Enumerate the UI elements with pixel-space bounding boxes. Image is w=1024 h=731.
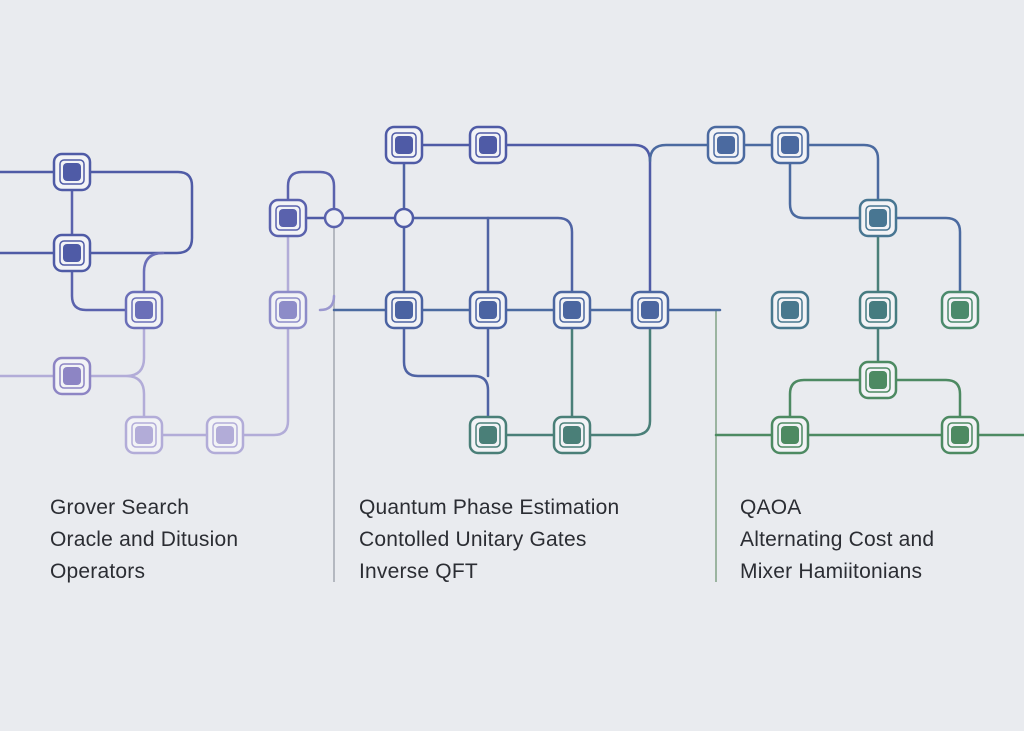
qaoa-gate-node [770,290,810,330]
wire-qpe-mid [402,216,574,312]
gate-core [951,301,969,319]
qaoa-gate-node [858,290,898,330]
qpe-line-1: Contolled Unitary Gates [359,528,587,551]
qaoa-section-label: QAOA Alternating Cost and Mixer Hamiiton… [740,492,934,588]
gate-core [216,426,234,444]
wire-qpe-lower [486,308,652,437]
grover-gate-node [268,290,308,330]
gate-core [781,301,799,319]
qaoa-gate-node [858,360,898,400]
qpe-gate-node [384,290,424,330]
qpe-gate-node [630,290,670,330]
wire-grover-branch [142,251,165,312]
grover-gate-node [205,415,245,455]
grover-gate-node [124,290,164,330]
junction-node-left [323,207,345,229]
gate-core [63,163,81,181]
section-dividers [333,218,717,582]
gate-core [869,209,887,227]
qaoa-gate-node [706,125,746,165]
wire-grover-loop [286,170,336,220]
grover-gate-node [124,415,164,455]
gate-core [63,367,81,385]
qaoa-gate-node [940,290,980,330]
gate-core [869,371,887,389]
wire-qaoa-top-vertical [788,143,880,220]
gate-core [641,301,659,319]
gate-core [279,209,297,227]
qaoa-gate-node [940,415,980,455]
gate-core [563,426,581,444]
gate-core [63,244,81,262]
wire-grover-top [0,170,194,255]
qpe-gate-node [552,415,592,455]
junctions [323,207,415,229]
grover-gate-node [52,152,92,192]
gate-core [395,301,413,319]
gate-core [951,426,969,444]
wire-grover-join [318,294,336,312]
grover-line-1: Oracle and Ditusion [50,528,239,551]
wire-qpe-top-right [648,143,792,163]
grover-section-label: Grover Search Oracle and Ditusion Operat… [50,492,238,588]
gate-core [781,136,799,154]
qpe-section-label: Quantum Phase Estimation Contolled Unita… [359,492,619,588]
grover-title: Grover Search [50,496,190,519]
grover-gate-node [268,198,308,238]
grover-gate-node [52,356,92,396]
gate-nodes [52,125,980,455]
qpe-gate-node [468,125,508,165]
qaoa-gate-node [770,125,810,165]
wire-qpe-vertical-left [402,143,490,437]
gate-core [869,301,887,319]
gate-core [479,426,497,444]
qpe-title: Quantum Phase Estimation [359,496,620,519]
wire-qpe-top [402,143,652,312]
gate-core [479,136,497,154]
qpe-gate-node [384,125,424,165]
gate-core [395,136,413,154]
qaoa-gate-node [858,198,898,238]
gate-core [717,136,735,154]
gate-core [781,426,799,444]
gate-core [135,301,153,319]
gate-core [135,426,153,444]
grover-line-2: Operators [50,560,146,583]
gate-core [479,301,497,319]
qaoa-line-2: Mixer Hamiitonians [740,560,923,583]
qpe-line-2: Inverse QFT [359,560,478,583]
qpe-gate-node [552,290,592,330]
qaoa-line-1: Alternating Cost and [740,528,935,551]
junction-node-right [393,207,415,229]
grover-gate-node [52,233,92,273]
qaoa-gate-node [770,415,810,455]
qaoa-title: QAOA [740,496,802,519]
qpe-gate-node [468,415,508,455]
gate-core [563,301,581,319]
qpe-gate-node [468,290,508,330]
gate-core [279,301,297,319]
